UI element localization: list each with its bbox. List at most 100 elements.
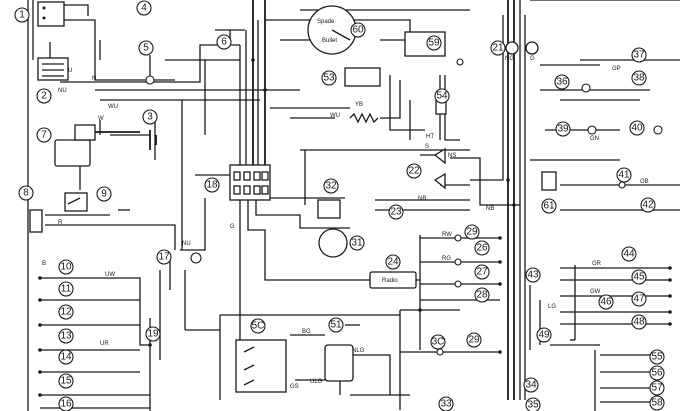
component-51: 51	[328, 317, 344, 333]
component-5: 5	[138, 40, 154, 56]
svg-text:1: 1	[19, 10, 25, 21]
component-numbers: 1 2 3 4 5 6 7 8 9 10 11 12 13 14 15 16 1…	[14, 0, 665, 411]
svg-text:BG: BG	[302, 329, 311, 335]
component-8: 8	[18, 185, 34, 201]
svg-text:22: 22	[408, 166, 420, 177]
svg-text:39: 39	[557, 124, 569, 135]
svg-text:21: 21	[492, 43, 504, 54]
svg-text:UW: UW	[105, 272, 115, 278]
svg-text:61: 61	[543, 201, 555, 212]
component-56: 56	[649, 365, 665, 381]
component-34: 34	[523, 377, 539, 393]
svg-text:49: 49	[538, 330, 550, 341]
svg-text:GN: GN	[590, 136, 599, 142]
component-26: 26	[474, 240, 490, 256]
svg-text:35: 35	[527, 400, 539, 411]
svg-text:36: 36	[556, 77, 568, 88]
svg-text:5C: 5C	[252, 321, 265, 332]
label-spade: Spade	[317, 19, 335, 25]
component-57: 57	[649, 380, 665, 396]
svg-text:55: 55	[651, 352, 663, 363]
component-48: 48	[631, 314, 647, 330]
component-30: 3C	[430, 334, 446, 350]
svg-text:43: 43	[527, 270, 539, 281]
svg-text:8: 8	[23, 188, 29, 199]
component-1: 1	[14, 7, 30, 23]
svg-text:34: 34	[525, 380, 537, 391]
svg-text:45: 45	[633, 272, 645, 283]
radio-unit	[369, 271, 417, 289]
horn-2	[433, 172, 446, 190]
svg-text:12: 12	[60, 307, 72, 318]
svg-text:42: 42	[642, 200, 654, 211]
svg-text:31: 31	[351, 238, 363, 249]
component-11: 11	[58, 281, 74, 297]
component-32: 32	[323, 178, 339, 194]
component-38: 38	[631, 70, 647, 86]
horn-1	[433, 147, 446, 165]
component-17: 17	[156, 249, 172, 265]
svg-text:LG: LG	[548, 304, 556, 310]
svg-text:GB: GB	[640, 179, 649, 185]
ignition-coil	[344, 67, 381, 87]
svg-text:58: 58	[651, 398, 663, 409]
component-16: 16	[58, 396, 74, 411]
stop-lamp-switch	[541, 171, 557, 191]
component-42: 42	[640, 197, 656, 213]
fuse-box	[229, 164, 271, 201]
svg-text:16: 16	[60, 399, 72, 410]
svg-text:27: 27	[476, 267, 488, 278]
wiper-switch	[317, 199, 341, 219]
svg-text:57: 57	[651, 383, 663, 394]
component-21: 21	[490, 40, 506, 56]
svg-text:3C: 3C	[432, 337, 445, 348]
component-60: 60	[350, 22, 366, 38]
component-3: 3	[142, 109, 158, 125]
svg-text:24: 24	[387, 257, 399, 268]
component-33: 33	[438, 396, 454, 411]
svg-text:R: R	[58, 220, 63, 226]
ignition-switch-box	[37, 1, 65, 27]
svg-text:38: 38	[633, 73, 645, 84]
svg-text:60: 60	[352, 25, 364, 36]
component-14: 14	[58, 349, 74, 365]
svg-text:WU: WU	[108, 104, 118, 110]
svg-text:N: N	[92, 76, 96, 82]
svg-text:33: 33	[440, 399, 452, 410]
component-55: 55	[649, 349, 665, 365]
svg-text:14: 14	[60, 352, 72, 363]
svg-text:B: B	[42, 261, 46, 267]
svg-text:GW: GW	[590, 289, 601, 295]
component-18: 18	[204, 177, 220, 193]
svg-text:NB: NB	[418, 196, 426, 202]
component-39: 39	[555, 121, 571, 137]
component-46: 46	[598, 294, 614, 310]
svg-text:GP: GP	[612, 66, 621, 72]
component-28: 28	[474, 287, 490, 303]
component-61: 61	[541, 198, 557, 214]
component-36: 36	[554, 74, 570, 90]
dip-switch	[324, 344, 354, 382]
svg-text:29: 29	[466, 227, 478, 238]
component-37: 37	[631, 47, 647, 63]
svg-text:NU: NU	[182, 241, 191, 247]
svg-text:28: 28	[476, 290, 488, 301]
svg-text:51: 51	[330, 320, 342, 331]
svg-text:41: 41	[618, 170, 630, 181]
wiper-motor	[318, 228, 348, 258]
component-35: 35	[525, 397, 541, 411]
component-31: 31	[349, 235, 365, 251]
starter-solenoid	[74, 124, 96, 141]
component-44: 44	[621, 246, 637, 262]
svg-text:15: 15	[60, 376, 72, 387]
component-6: 6	[216, 34, 232, 50]
svg-text:54: 54	[436, 91, 448, 102]
component-12: 12	[58, 304, 74, 320]
svg-text:GS: GS	[290, 384, 299, 390]
component-shapes	[29, 1, 557, 393]
svg-text:37: 37	[633, 50, 645, 61]
component-7: 7	[36, 127, 52, 143]
component-27: 27	[474, 264, 490, 280]
svg-text:23: 23	[390, 207, 402, 218]
component-49: 49	[536, 327, 552, 343]
